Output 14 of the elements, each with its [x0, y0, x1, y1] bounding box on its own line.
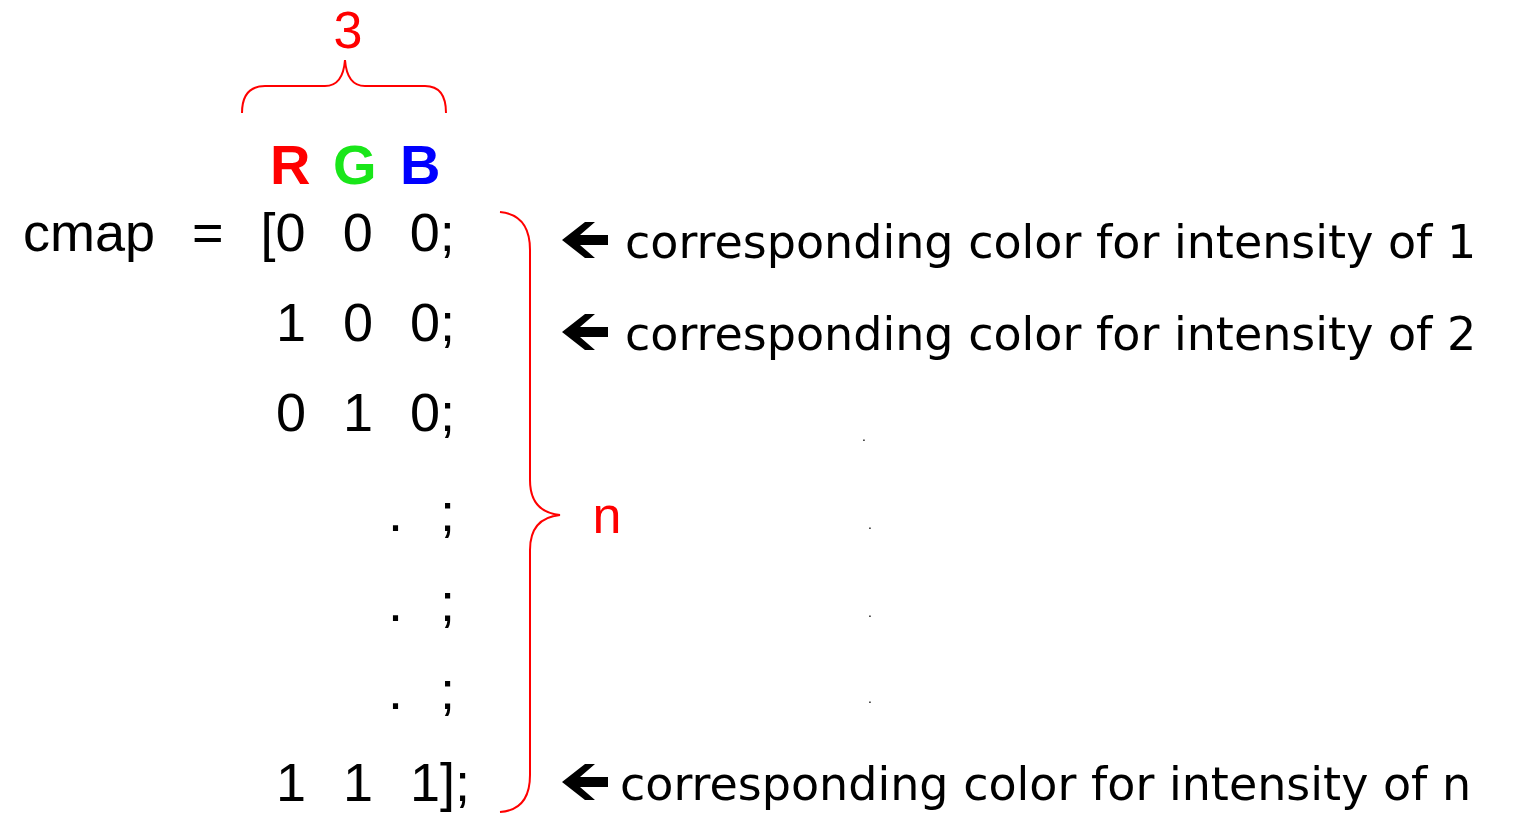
brace-label: n	[592, 489, 622, 541]
code-line: . ;	[388, 575, 455, 629]
code-line: . ;	[388, 663, 455, 717]
code-line: 1 0 0;	[276, 295, 456, 349]
ellipsis-dot: .	[868, 605, 872, 619]
brace-label: 3	[333, 4, 363, 56]
code-line: . ;	[388, 485, 455, 539]
code-line: 0 1 0;	[276, 385, 456, 439]
channel-label: B	[400, 137, 441, 193]
ellipsis-dot: .	[862, 429, 866, 443]
ellipsis-dot: .	[868, 517, 872, 531]
channel-label: G	[333, 137, 377, 193]
channel-label: R	[270, 137, 311, 193]
ellipsis-dot: .	[868, 691, 872, 705]
